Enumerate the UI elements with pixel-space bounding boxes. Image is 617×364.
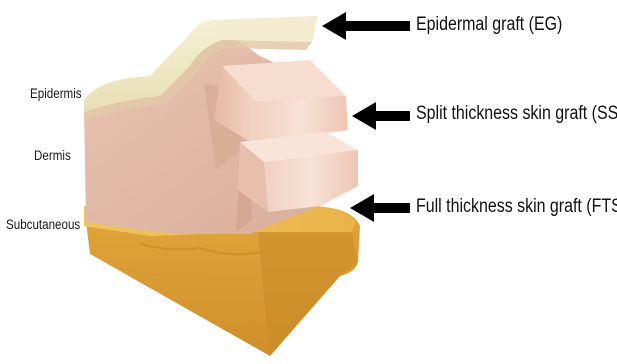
ftsg-label: Full thickness skin graft (FTSG): [416, 196, 617, 218]
ssg-block: [214, 60, 348, 144]
subcutaneous-label: Subcutaneous: [6, 217, 80, 232]
ssg-label: Split thickness skin graft (SSG): [416, 103, 617, 125]
ftsg-block: [238, 132, 358, 212]
epidermis-label: Epidermis: [30, 86, 82, 101]
arrow-ssg-icon: [352, 102, 410, 130]
dermis-label: Dermis: [34, 148, 71, 163]
arrow-ftsg-icon: [350, 194, 410, 222]
eg-label: Epidermal graft (EG): [416, 14, 562, 36]
arrow-eg-icon: [322, 12, 410, 40]
